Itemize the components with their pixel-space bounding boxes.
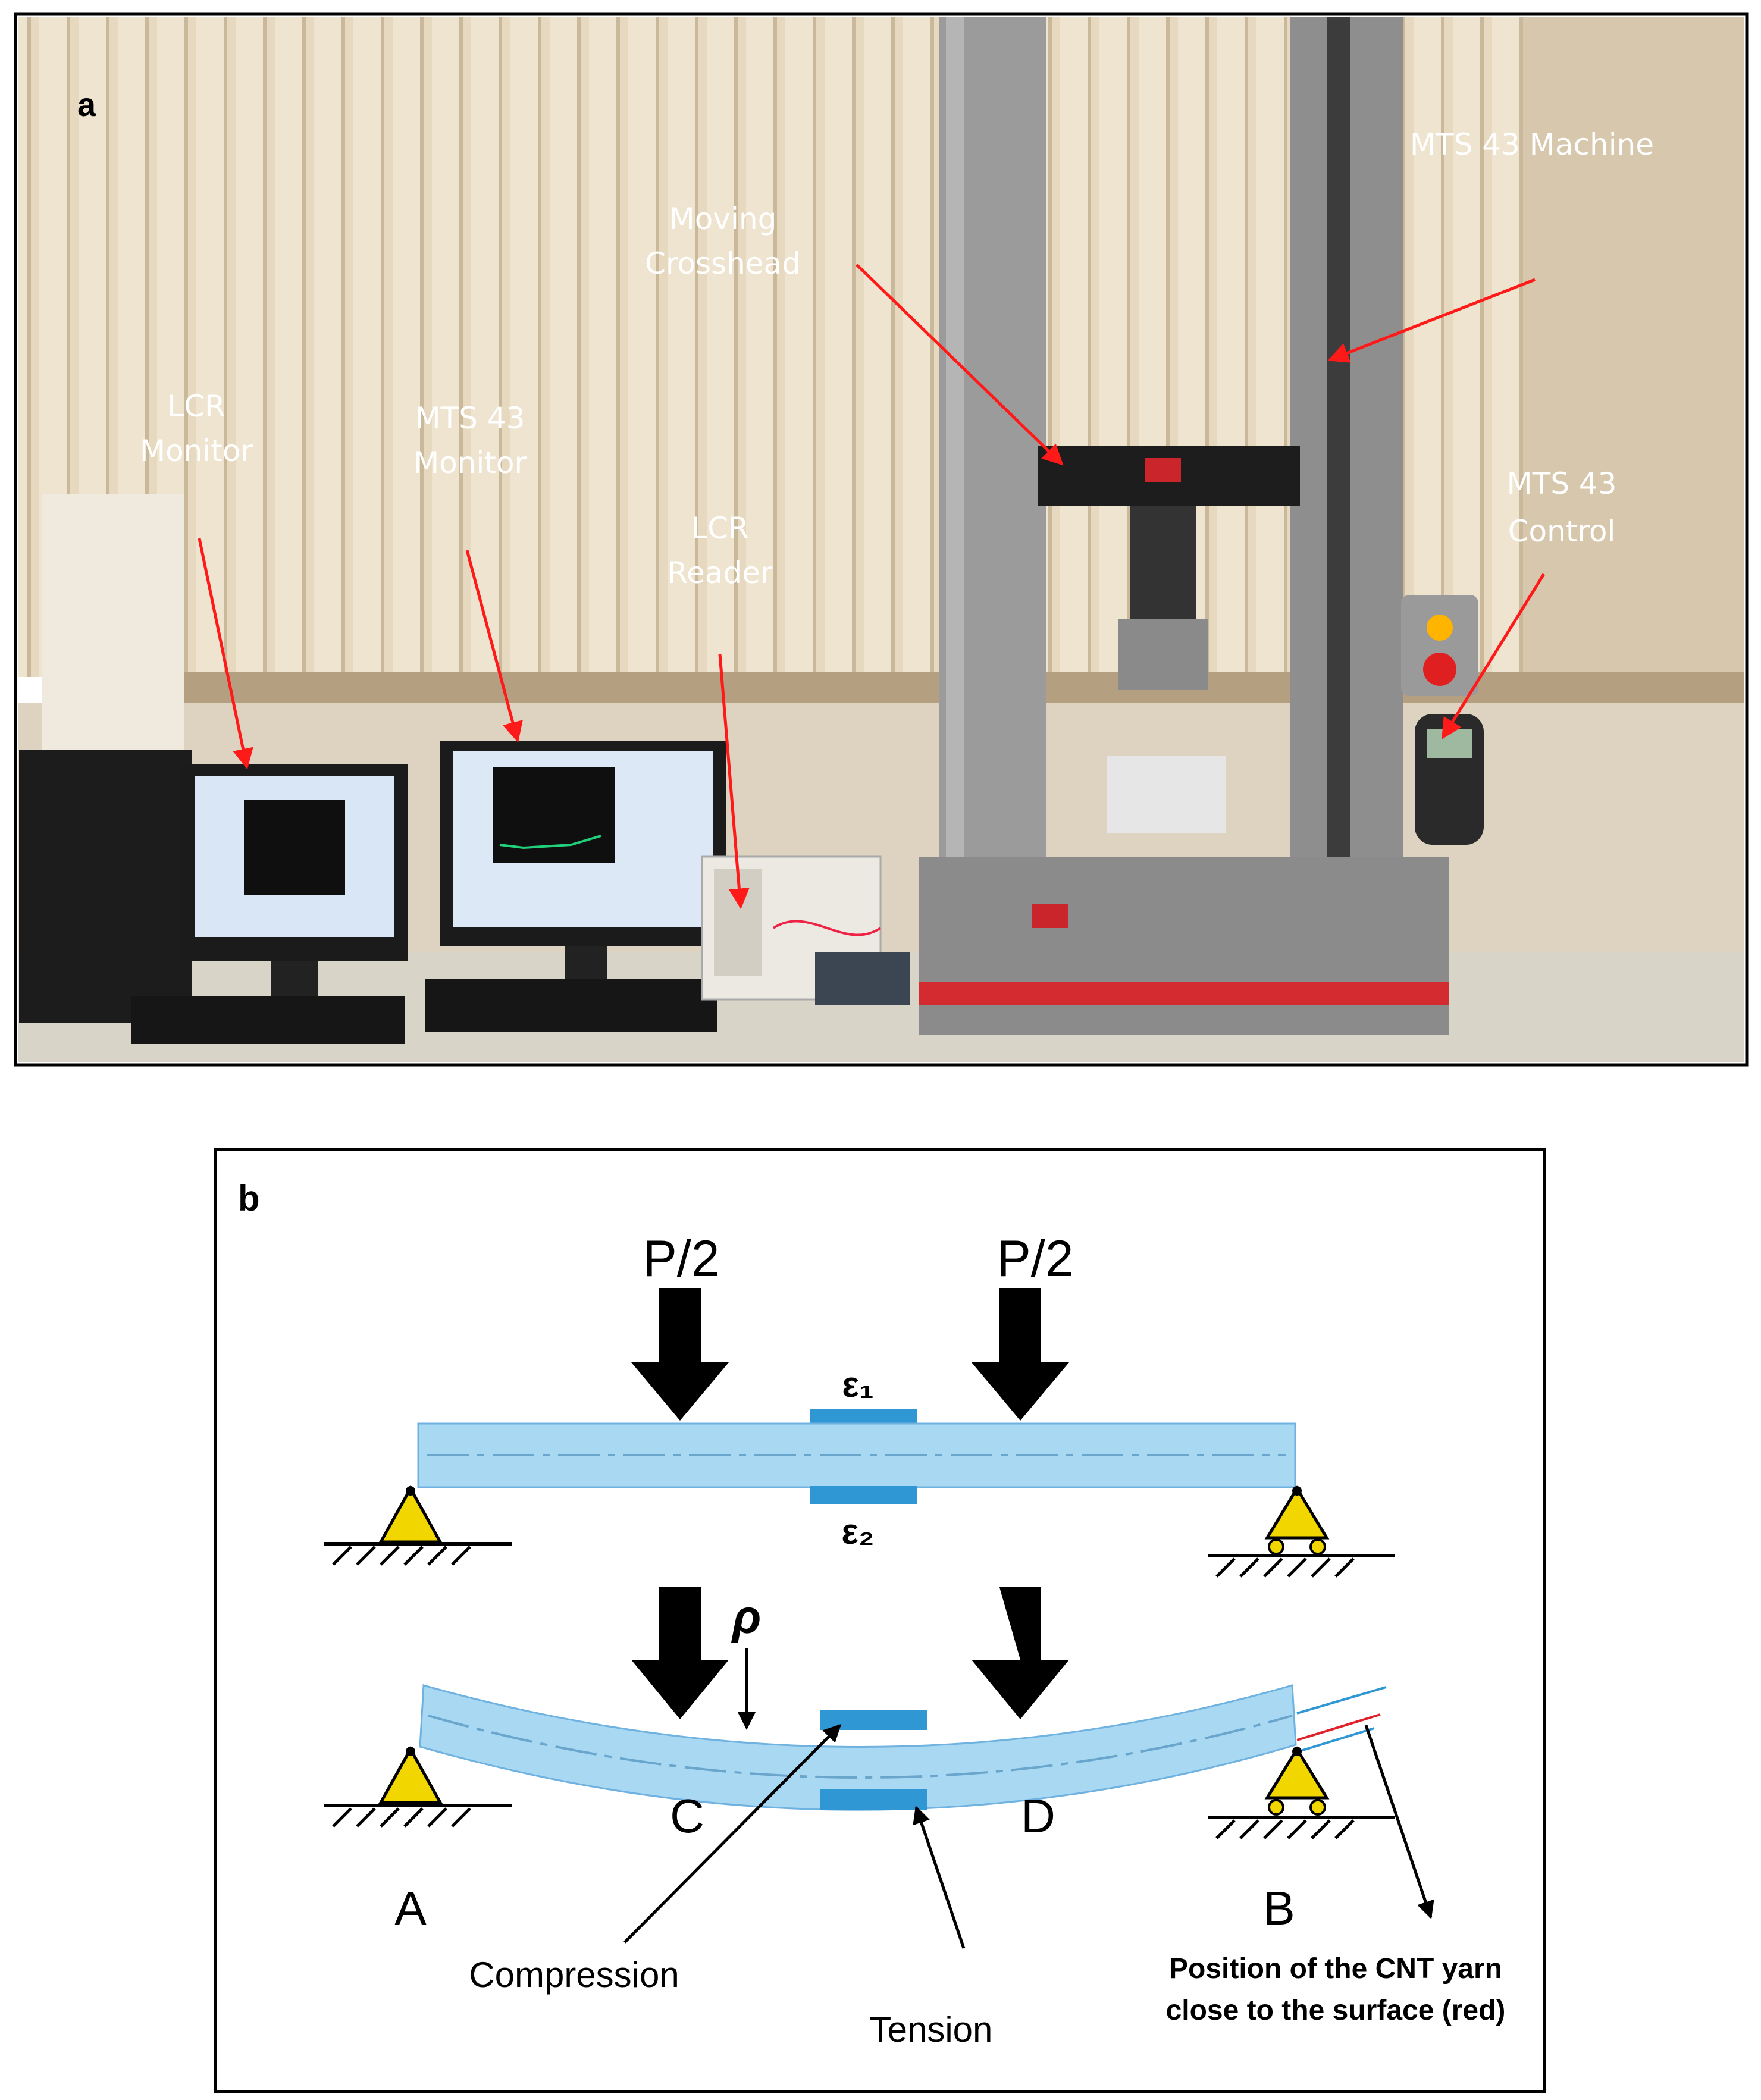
point-label-b: B xyxy=(1263,1882,1295,1935)
arrow-lcr-monitor xyxy=(198,538,253,770)
svg-text:MTS 43: MTS 43 xyxy=(415,401,525,435)
label-mts-machine: MTS 43 Machine xyxy=(1410,127,1654,162)
svg-text:Moving: Moving xyxy=(669,202,777,236)
tension-pointer xyxy=(913,1806,966,1949)
arrow-moving-crosshead xyxy=(856,264,1064,466)
mts-monitor-photo xyxy=(425,741,726,1032)
label-lcr-reader: LCR Reader xyxy=(668,511,773,590)
lcr-reader-photo xyxy=(701,855,910,1005)
cnt-yarn-lines xyxy=(1296,1686,1387,1753)
wall xyxy=(1523,17,1744,754)
strain-label-top: ε₁ xyxy=(842,1365,873,1405)
svg-text:MTS 43 Machine: MTS 43 Machine xyxy=(1410,127,1654,162)
strain-gauge-bottom xyxy=(810,1486,917,1504)
panel-b-letter: b xyxy=(238,1178,260,1218)
arrow-mts-monitor xyxy=(465,550,523,743)
svg-text:LCR: LCR xyxy=(691,511,749,546)
load-arrow-right xyxy=(972,1288,1069,1421)
svg-text:Control: Control xyxy=(1508,514,1616,548)
label-moving-crosshead: Moving Crosshead xyxy=(645,202,801,281)
panel-b-schematic: b P/2 P/2 ε₁ ε₂ xyxy=(214,1148,1546,2093)
bent-beam-diagram: ρ xyxy=(324,1587,1505,2049)
pc-tower xyxy=(19,750,192,1023)
load-arrow-bent-right xyxy=(972,1587,1069,1719)
compression-label: Compression xyxy=(469,1955,679,1995)
arrow-lcr-reader xyxy=(718,654,750,910)
mts-control-photo xyxy=(1401,595,1484,845)
yarn-note-line-1: Position of the CNT yarn xyxy=(1169,1953,1502,1985)
pin-support-top-left xyxy=(324,1485,512,1566)
roller-support-bent-right xyxy=(1208,1746,1395,1839)
arrow-mts-machine xyxy=(1327,278,1536,363)
point-label-c: C xyxy=(670,1789,704,1842)
beam-bent-neutral-axis xyxy=(428,1715,1293,1779)
tension-label: Tension xyxy=(870,2010,993,2049)
svg-text:Crosshead: Crosshead xyxy=(645,246,801,281)
window-blinds xyxy=(18,17,1744,677)
svg-text:MTS 43: MTS 43 xyxy=(1507,466,1617,501)
svg-text:Reader: Reader xyxy=(668,556,773,590)
cabinet xyxy=(42,494,184,750)
load-label-right: P/2 xyxy=(997,1230,1073,1287)
label-mts-control: MTS 43 Control xyxy=(1507,466,1617,548)
yarn-pointer xyxy=(1364,1725,1434,1919)
panel-b-frame xyxy=(214,1148,1546,2093)
label-mts-monitor: MTS 43 Monitor xyxy=(413,401,527,480)
mts-machine-photo xyxy=(919,17,1449,1035)
strain-gauge-bent-bottom xyxy=(820,1789,927,1810)
svg-text:Monitor: Monitor xyxy=(413,446,527,480)
lcr-monitor-photo xyxy=(131,764,408,1044)
compression-pointer xyxy=(623,1723,842,1944)
annotation-arrows-a xyxy=(198,264,1546,910)
point-label-a: A xyxy=(394,1882,427,1935)
svg-text:LCR: LCR xyxy=(167,389,225,424)
beam-bent xyxy=(419,1684,1297,1811)
panel-a-photo: a LCR Monitor MTS 43 Monitor LCR Reader … xyxy=(14,12,1749,1067)
arrow-mts-control xyxy=(1441,573,1546,739)
straight-beam-diagram: P/2 P/2 ε₁ ε₂ xyxy=(324,1230,1395,1578)
panel-a-letter: a xyxy=(77,86,96,123)
strain-label-bottom: ε₂ xyxy=(841,1512,874,1552)
curvature-label: ρ xyxy=(731,1590,761,1643)
load-arrow-left xyxy=(631,1288,729,1421)
yarn-note-line-2: close to the surface (red) xyxy=(1166,1995,1506,2026)
label-lcr-monitor: LCR Monitor xyxy=(140,389,253,468)
strain-gauge-bent-top xyxy=(820,1710,927,1730)
load-label-left: P/2 xyxy=(643,1230,719,1287)
pin-support-bent-left xyxy=(324,1745,512,1828)
load-arrow-bent-left xyxy=(631,1587,729,1719)
point-label-d: D xyxy=(1021,1789,1055,1842)
roller-support-top-right xyxy=(1208,1485,1395,1578)
svg-text:Monitor: Monitor xyxy=(140,434,253,468)
